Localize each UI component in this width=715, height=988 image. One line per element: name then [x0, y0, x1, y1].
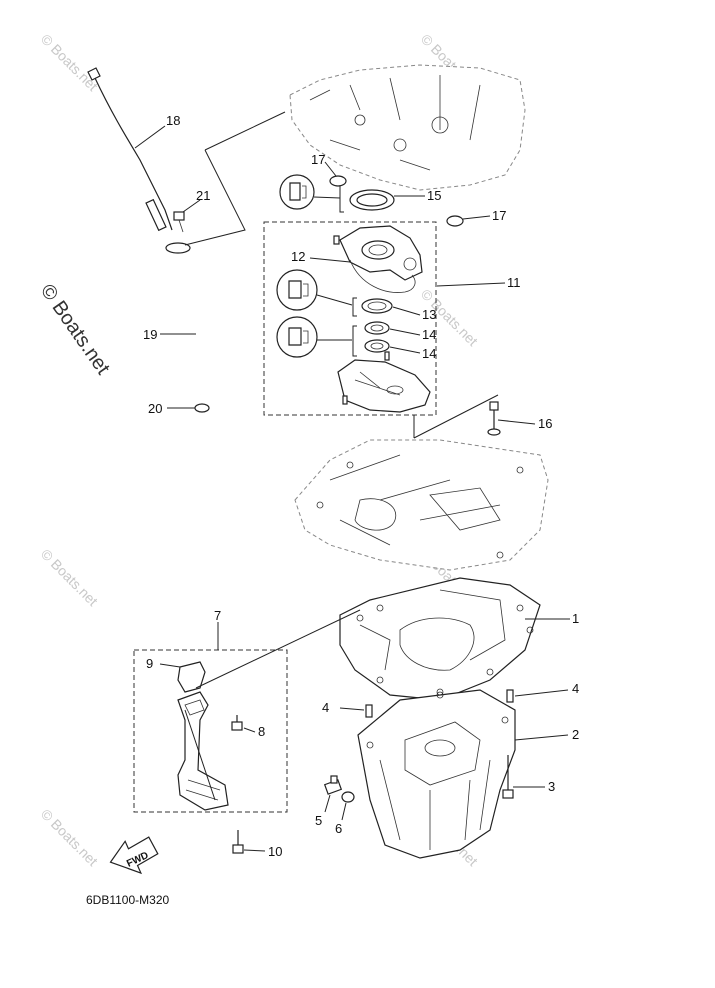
housing-12 [333, 225, 423, 293]
engine-block-outline [289, 64, 526, 191]
oil-seal-15 [349, 189, 395, 211]
callout-19: 19 [143, 327, 157, 342]
seal-detail-1 [279, 174, 341, 210]
callout-9: 9 [146, 656, 153, 671]
gasket-1 [339, 577, 541, 701]
drain-plug-5 [323, 775, 343, 795]
callout-2: 2 [572, 727, 579, 742]
diagram-code: 6DB1100-M320 [86, 893, 169, 907]
watermark: © Boats.net [38, 31, 101, 94]
callout-11: 11 [507, 275, 521, 290]
callout-21: 21 [196, 188, 210, 203]
o-ring-20 [194, 403, 210, 413]
callout-12: 12 [291, 249, 305, 264]
watermark: © Boats.net [38, 806, 101, 869]
callout-10: 10 [268, 844, 282, 859]
watermark-large: © Boats.net [36, 280, 114, 379]
oil-pan-2 [357, 689, 516, 859]
callout-15: 15 [427, 188, 441, 203]
bolt-16 [487, 401, 501, 436]
gasket-6 [341, 791, 355, 803]
gasket-9 [177, 661, 206, 693]
callout-13: 13 [422, 307, 436, 322]
callout-14: 14 [422, 327, 436, 342]
oil-seal-13 [361, 298, 393, 314]
callout-6: 6 [335, 821, 342, 836]
assembly-box-11 [263, 221, 437, 416]
callout-1: 1 [572, 611, 579, 626]
bolt-3 [502, 755, 514, 799]
bolt-10 [232, 830, 244, 854]
callout-4: 4 [572, 681, 579, 696]
callout-17: 17 [492, 208, 506, 223]
seal-detail-3 [276, 316, 352, 358]
callout-16: 16 [538, 416, 552, 431]
dowel-pin-4a [365, 704, 373, 718]
callout-18: 18 [166, 113, 180, 128]
bolt-21 [173, 211, 185, 233]
dowel-pin-4b [506, 689, 514, 703]
oil-seal-14b [364, 339, 390, 353]
dipstick [87, 67, 173, 232]
exhaust-guide-outline [294, 439, 549, 571]
watermark: © Boats.net [38, 546, 101, 609]
lower-housing [337, 359, 431, 413]
callout-5: 5 [315, 813, 322, 828]
assembly-box-7 [133, 649, 288, 813]
callout-17: 17 [311, 152, 325, 167]
callout-20: 20 [148, 401, 162, 416]
oil-seal-14a [364, 321, 390, 335]
o-ring-17a [329, 175, 347, 187]
forward-direction-arrow: FWD [109, 836, 159, 875]
callout-3: 3 [548, 779, 555, 794]
callout-group: 18 21 19 20 17 15 17 12 11 13 14 14 16 1… [143, 113, 579, 859]
oil-strainer [177, 691, 229, 811]
callout-8: 8 [258, 724, 265, 739]
callout-7: 7 [214, 608, 221, 623]
callout-4: 4 [322, 700, 329, 715]
callout-14: 14 [422, 346, 436, 361]
bolt-8 [231, 715, 243, 731]
dipstick-guide-tube [165, 242, 203, 396]
seal-detail-2 [276, 269, 353, 311]
o-ring-17b [446, 215, 464, 227]
